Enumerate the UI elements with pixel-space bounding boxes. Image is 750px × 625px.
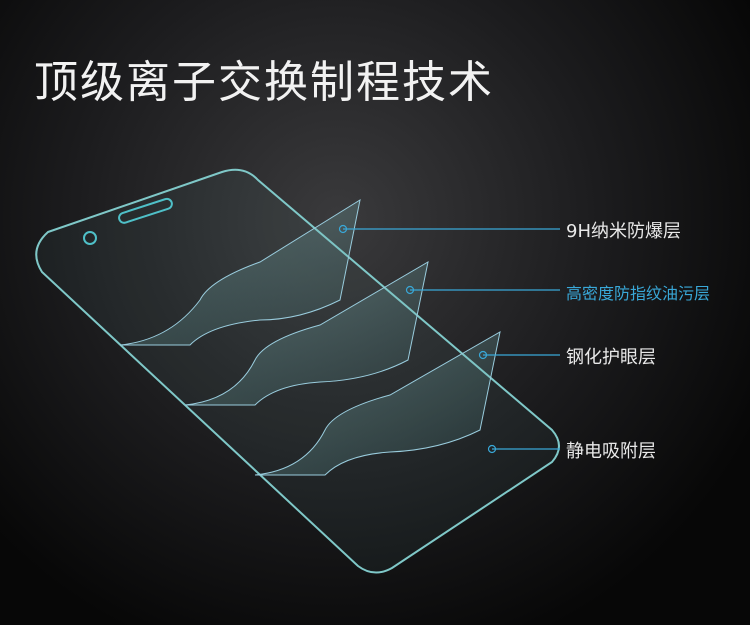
- layer-sheet-3: [254, 331, 501, 476]
- layer-label-explosion-proof: 9H纳米防爆层: [566, 221, 681, 242]
- camera-hole-icon: [83, 231, 97, 245]
- page-title: 顶级离子交换制程技术: [34, 57, 494, 108]
- layer-label-tempered-eye-care: 钢化护眼层: [566, 347, 656, 368]
- speaker-slot-icon: [118, 197, 173, 224]
- layer-sheet-2: [184, 261, 429, 406]
- layer-label-anti-fingerprint: 高密度防指纹油污层: [566, 284, 711, 303]
- layer-label-static-adsorption: 静电吸附层: [566, 441, 656, 462]
- layer-sheet-1: [119, 198, 361, 346]
